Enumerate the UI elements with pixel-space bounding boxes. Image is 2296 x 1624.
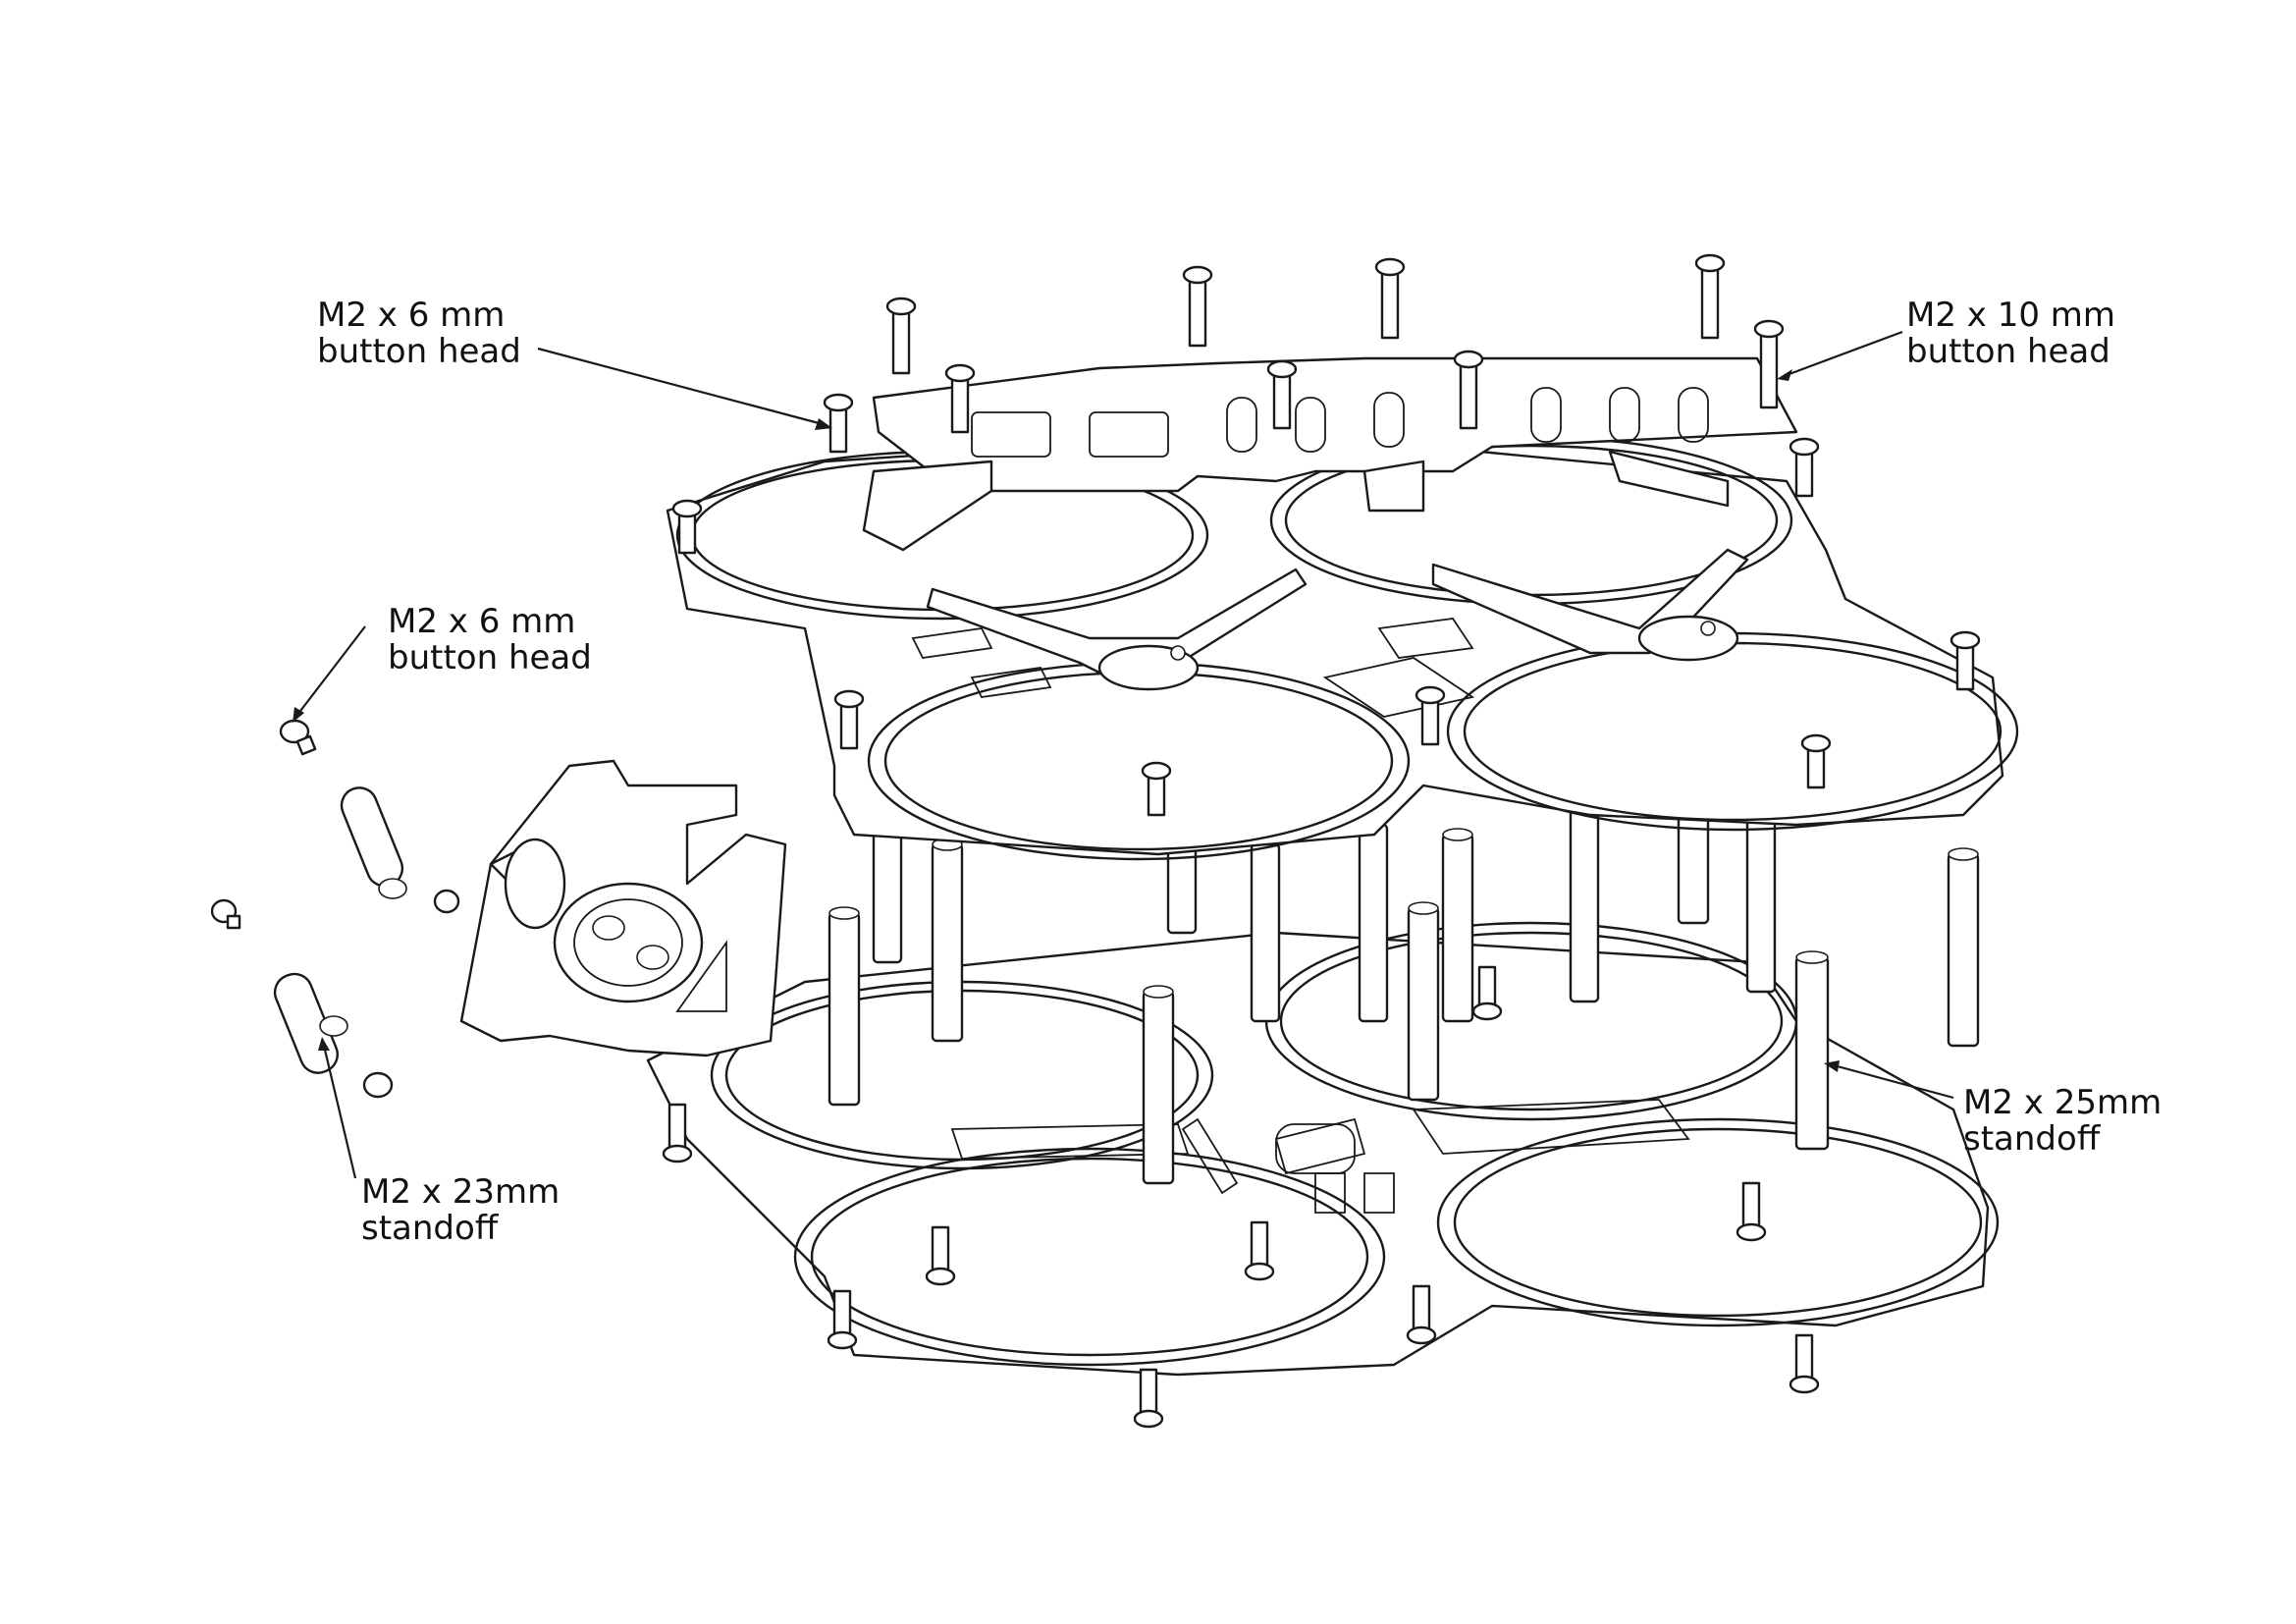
top-screws (671, 253, 1981, 817)
screw-side-top (279, 719, 317, 756)
callout-bottom-right-standoff: M2 x 25mm standoff (1963, 1085, 2162, 1158)
callout-line1: M2 x 25mm (1963, 1083, 2163, 1122)
bottom-motor-ring-front-right (1436, 1117, 2000, 1327)
standoff-23mm (340, 786, 404, 888)
bottom-plate (646, 921, 2000, 1377)
camera-lens-mount (553, 882, 704, 1003)
leader-lines (293, 330, 1954, 1179)
side-hardware (210, 719, 460, 1099)
callout-mid-left-screw: M2 x 6 mm button head (388, 604, 592, 677)
camera-mount (459, 759, 787, 1057)
callout-line1: M2 x 10 mm (1906, 296, 2116, 335)
callout-top-right-screw: M2 x 10 mm button head (1906, 298, 2115, 370)
bottom-screws (662, 965, 1820, 1429)
screw-side-mid (210, 898, 241, 930)
callout-top-left-screw: M2 x 6 mm button head (317, 298, 521, 370)
callout-line2: standoff (361, 1209, 499, 1248)
callout-line2: standoff (1963, 1119, 2101, 1159)
screw-side-bottom (362, 1071, 394, 1099)
standoffs-25mm (828, 730, 1980, 1185)
button-head-screw (885, 297, 917, 375)
callout-line2: button head (1906, 332, 2110, 371)
top-plate (862, 356, 1798, 552)
callout-line1: M2 x 23mm (361, 1172, 561, 1212)
screw-side-cam (433, 889, 460, 914)
callout-bottom-left-standoff: M2 x 23mm standoff (361, 1174, 560, 1247)
callout-line1: M2 x 6 mm (388, 602, 576, 641)
top-plate-slot (971, 411, 1051, 458)
callout-line2: button head (317, 332, 521, 371)
middle-arms (926, 548, 1749, 691)
callout-line1: M2 x 6 mm (317, 296, 506, 335)
bottom-motor-ring-front-left (793, 1147, 1386, 1367)
callout-line2: button head (388, 638, 592, 677)
